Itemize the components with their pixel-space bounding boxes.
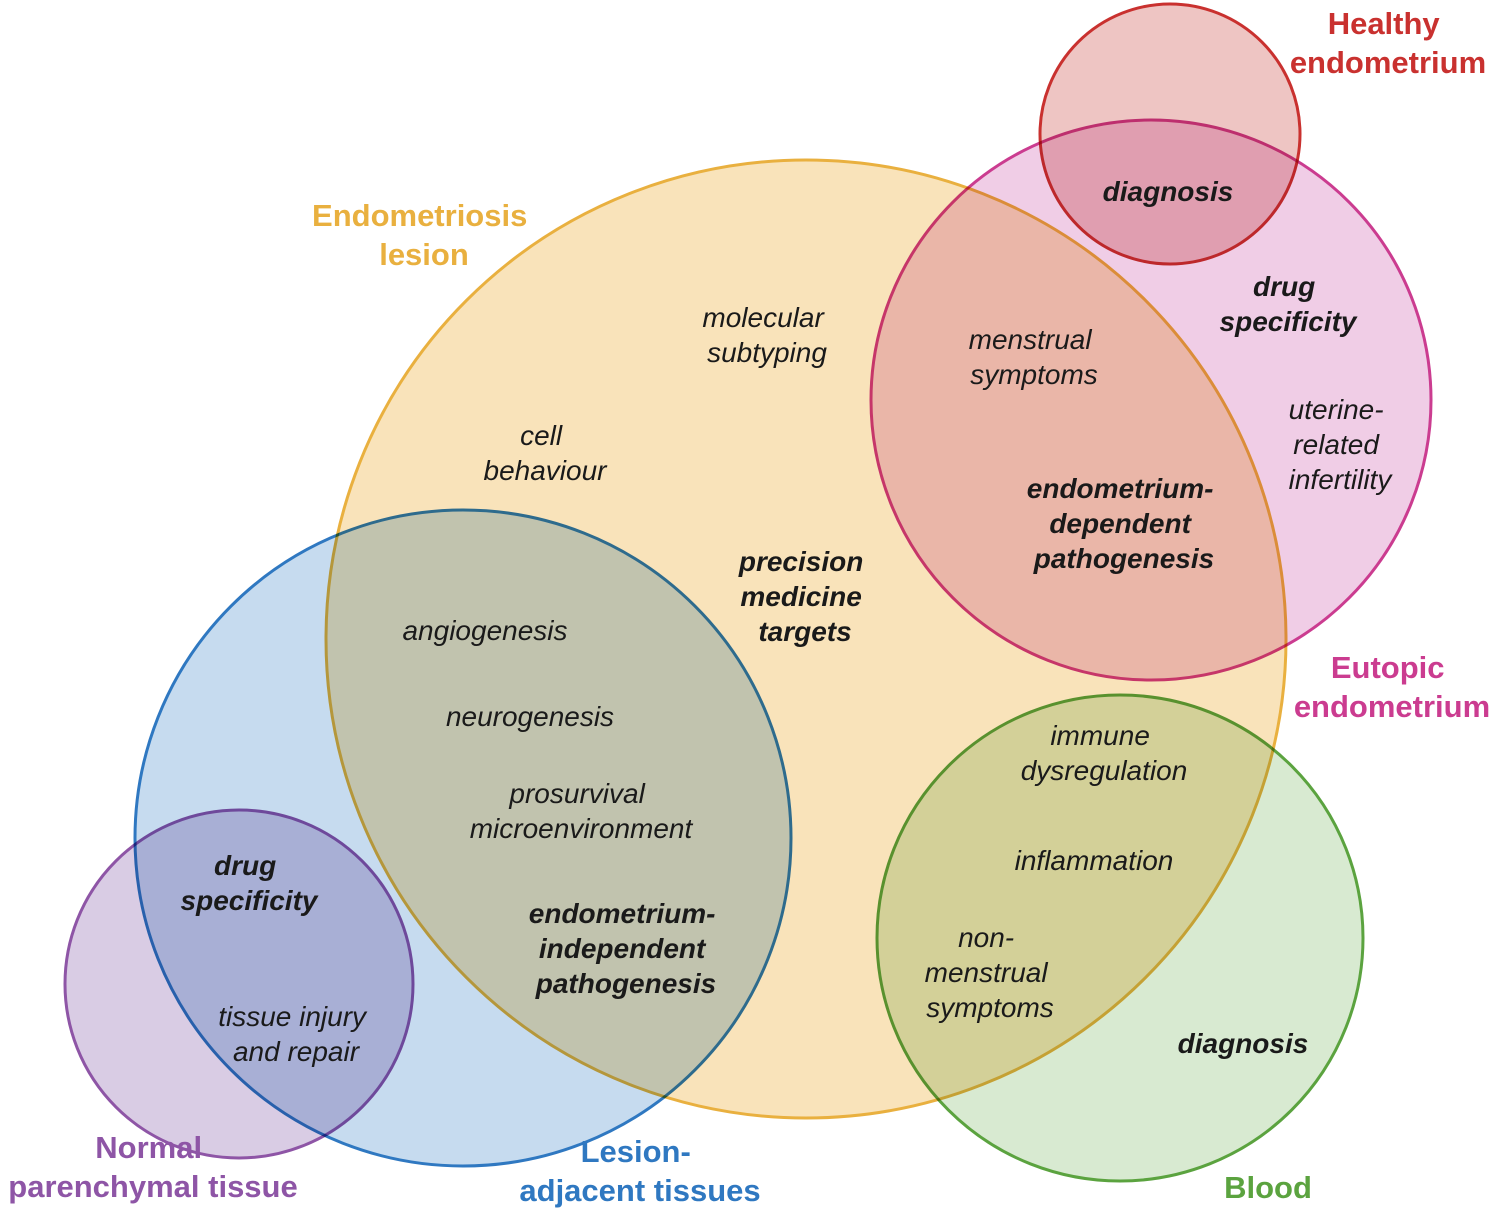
term-non-menstrual: non- menstrual symptoms: [925, 922, 1056, 1023]
term-endometrium-independent: endometrium- independent pathogenesis: [529, 898, 723, 999]
term-inflammation: inflammation: [1015, 845, 1174, 876]
term-tissue-injury: tissue injury and repair: [218, 1001, 374, 1067]
healthy-endometrium-circle: [1038, 2, 1302, 266]
term-precision-medicine: precision medicine targets: [738, 546, 871, 647]
term-uterine-infertility: uterine- related infertility: [1289, 394, 1394, 495]
term-immune-dysregulation: immune dysregulation: [1021, 720, 1188, 786]
term-drug-specificity-eutopic: drug specificity: [1220, 271, 1358, 337]
term-menstrual-symptoms: menstrual symptoms: [969, 324, 1100, 390]
endometriosis-lesion-label: Endometriosis lesion: [312, 198, 536, 272]
term-molecular-subtyping: molecular subtyping: [702, 302, 831, 368]
eutopic-endometrium-label: Eutopic endometrium: [1294, 650, 1490, 724]
term-cell-behaviour: cell behaviour: [484, 420, 609, 486]
lesion-adjacent-label: Lesion- adjacent tissues: [519, 1134, 760, 1208]
term-prosurvival: prosurvival microenvironment: [470, 778, 694, 844]
endometriosis-lesion-ellipse: [324, 158, 1288, 1120]
blood-label: Blood: [1224, 1170, 1312, 1205]
term-endometrium-dependent: endometrium- dependent pathogenesis: [1027, 473, 1221, 574]
term-diagnosis-blood: diagnosis: [1178, 1028, 1309, 1059]
normal-parenchymal-label: Normal parenchymal tissue: [8, 1130, 297, 1204]
term-angiogenesis: angiogenesis: [402, 615, 567, 646]
healthy-endometrium-label: Healthy endometrium: [1290, 6, 1486, 80]
term-neurogenesis: neurogenesis: [446, 701, 614, 732]
normal-parenchymal-circle: [63, 808, 415, 1160]
term-drug-specificity-normal: drug specificity: [181, 850, 319, 916]
term-diagnosis-healthy: diagnosis: [1103, 176, 1234, 207]
